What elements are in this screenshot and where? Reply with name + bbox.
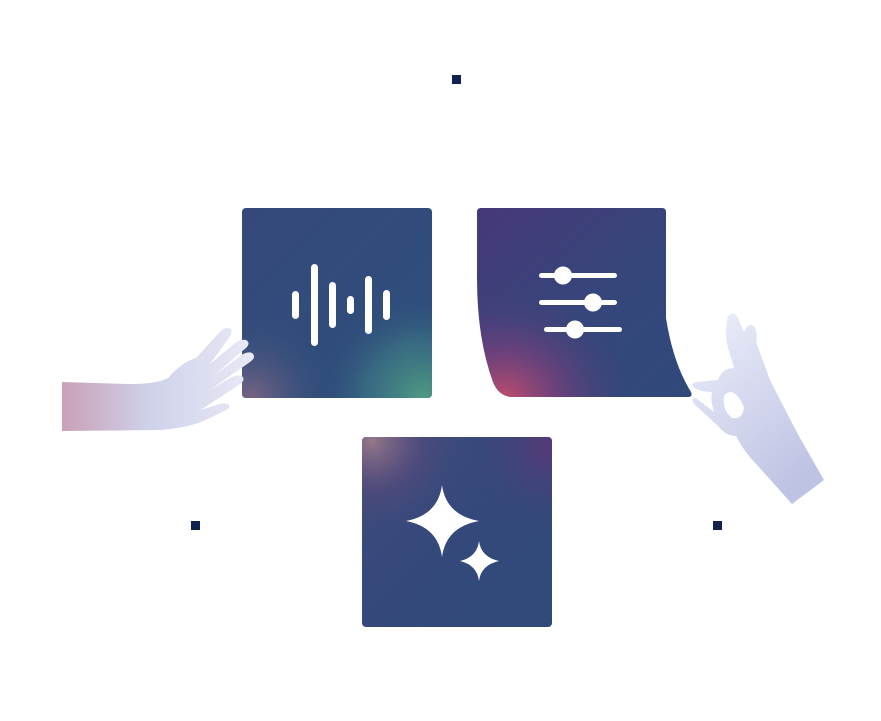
marker-dot-right — [713, 521, 722, 530]
sliders-icon — [477, 208, 692, 397]
sliders-tile[interactable] — [477, 208, 697, 400]
audio-waveform-tile[interactable] — [242, 208, 432, 398]
sparkles-icon — [362, 437, 552, 627]
marker-dot-left — [191, 521, 200, 530]
right-hand-pinch-icon — [692, 313, 824, 504]
sparkles-tile[interactable] — [362, 437, 552, 627]
left-hand-icon — [62, 328, 255, 431]
marker-dot-top — [452, 75, 461, 84]
audio-waveform-icon — [242, 208, 432, 398]
